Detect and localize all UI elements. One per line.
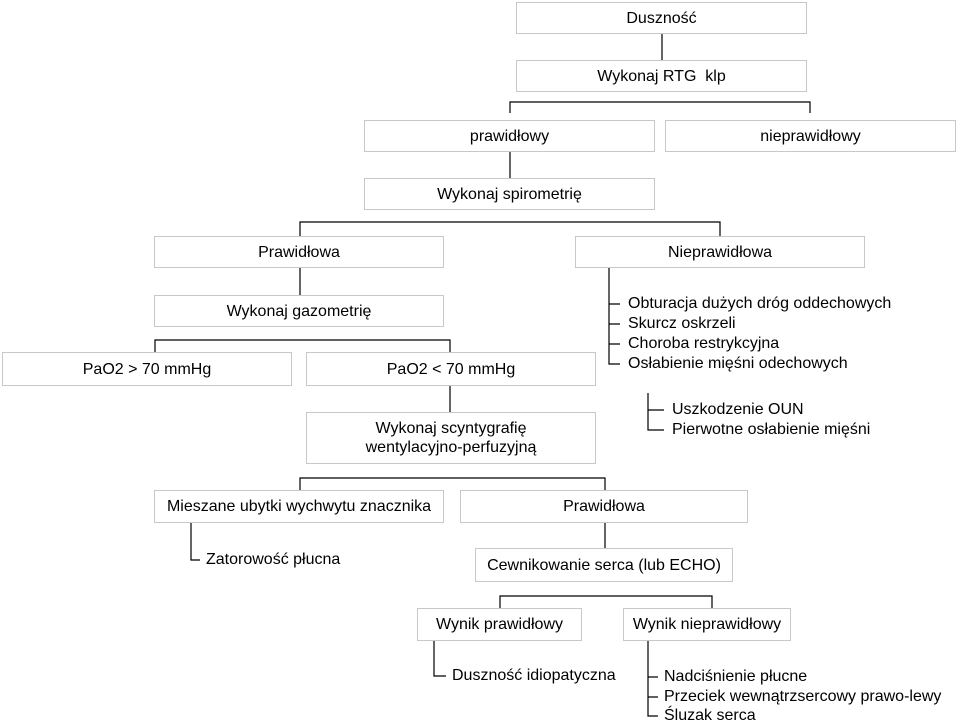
xray-box: Wykonaj RTG klp [516, 60, 807, 92]
gasometry-box: Wykonaj gazometrię [154, 295, 444, 327]
catheterization-box: Cewnikowanie serca (lub ECHO) [475, 548, 733, 582]
scintigraphy-normal-box: Prawidłowa [460, 490, 748, 523]
result-abnormal-label: Wynik nieprawidłowy [632, 616, 782, 633]
list-item: Osłabienie mięśni odechowych [628, 355, 848, 372]
spirometry-box: Wykonaj spirometrię [364, 178, 655, 210]
result-normal-label: Wynik prawidłowy [436, 616, 563, 633]
scintigraphy-label-line2: wentylacyjno-perfuzyjną [365, 439, 537, 456]
result-abnormal-box: Wynik nieprawidłowy [623, 608, 791, 641]
connector [647, 393, 664, 431]
list-item: Choroba restrykcyjna [628, 335, 780, 352]
idiopathic-label: Duszność idiopatyczna [452, 667, 616, 684]
list-item: Pierwotne osłabienie mięśni [672, 421, 871, 438]
spirometry-abnormal-box: Nieprawidłowa [575, 236, 865, 268]
scintigraphy-box: Wykonaj scyntygrafię wentylacyjno-perfuz… [306, 412, 596, 464]
dyspnea-box: Duszność [516, 2, 807, 34]
gasometry-label: Wykonaj gazometrię [226, 302, 372, 320]
connector [509, 101, 811, 113]
list-item: Skurcz oskrzeli [628, 315, 736, 332]
list-item: Obturacja dużych dróg oddechowych [628, 295, 892, 312]
list-item: Nadciśnienie płucne [664, 668, 808, 685]
spirometry-normal-label: Prawidłowa [258, 243, 340, 261]
spirometry-abnormal-label: Nieprawidłowa [667, 243, 773, 261]
connector [299, 477, 606, 490]
xray-normal-label: prawidłowy [469, 127, 550, 145]
list-item: Śluzak serca [664, 707, 756, 724]
connector [499, 595, 713, 608]
connector [647, 641, 658, 717]
pao2-low-box: PaO2 < 70 mmHg [306, 352, 596, 386]
list-item: Przeciek wewnątrzsercowy prawo-lewy [664, 688, 942, 705]
scintigraphy-label-line1: Wykonaj scyntygrafię [375, 420, 527, 437]
xray-abnormal-label: nieprawidłowy [760, 127, 861, 145]
list-item: Uszkodzenie OUN [672, 401, 804, 418]
embolism-label: Zatorowość płucna [206, 551, 341, 568]
connector [433, 641, 446, 677]
pao2-high-label: PaO2 > 70 mmHg [82, 360, 212, 378]
spirometry-label: Wykonaj spirometrię [437, 185, 582, 203]
xray-abnormal-box: nieprawidłowy [665, 120, 956, 152]
spirometry-normal-box: Prawidłowa [154, 236, 444, 268]
result-normal-box: Wynik prawidłowy [417, 608, 582, 641]
xray-normal-box: prawidłowy [364, 120, 655, 152]
xray-label: Wykonaj RTG klp [597, 67, 726, 85]
connector [608, 268, 620, 365]
catheterization-label: Cewnikowanie serca (lub ECHO) [487, 556, 721, 574]
mixed-defects-label: Mieszane ubytki wychwytu znacznika [166, 498, 432, 515]
mixed-defects-box: Mieszane ubytki wychwytu znacznika [154, 490, 444, 523]
scintigraphy-normal-label: Prawidłowa [563, 498, 645, 515]
connector [299, 221, 721, 236]
dyspnea-label: Duszność [626, 9, 697, 27]
connector [190, 523, 200, 561]
connector [154, 339, 451, 352]
pao2-high-box: PaO2 > 70 mmHg [2, 352, 292, 386]
pao2-low-label: PaO2 < 70 mmHg [386, 360, 516, 378]
